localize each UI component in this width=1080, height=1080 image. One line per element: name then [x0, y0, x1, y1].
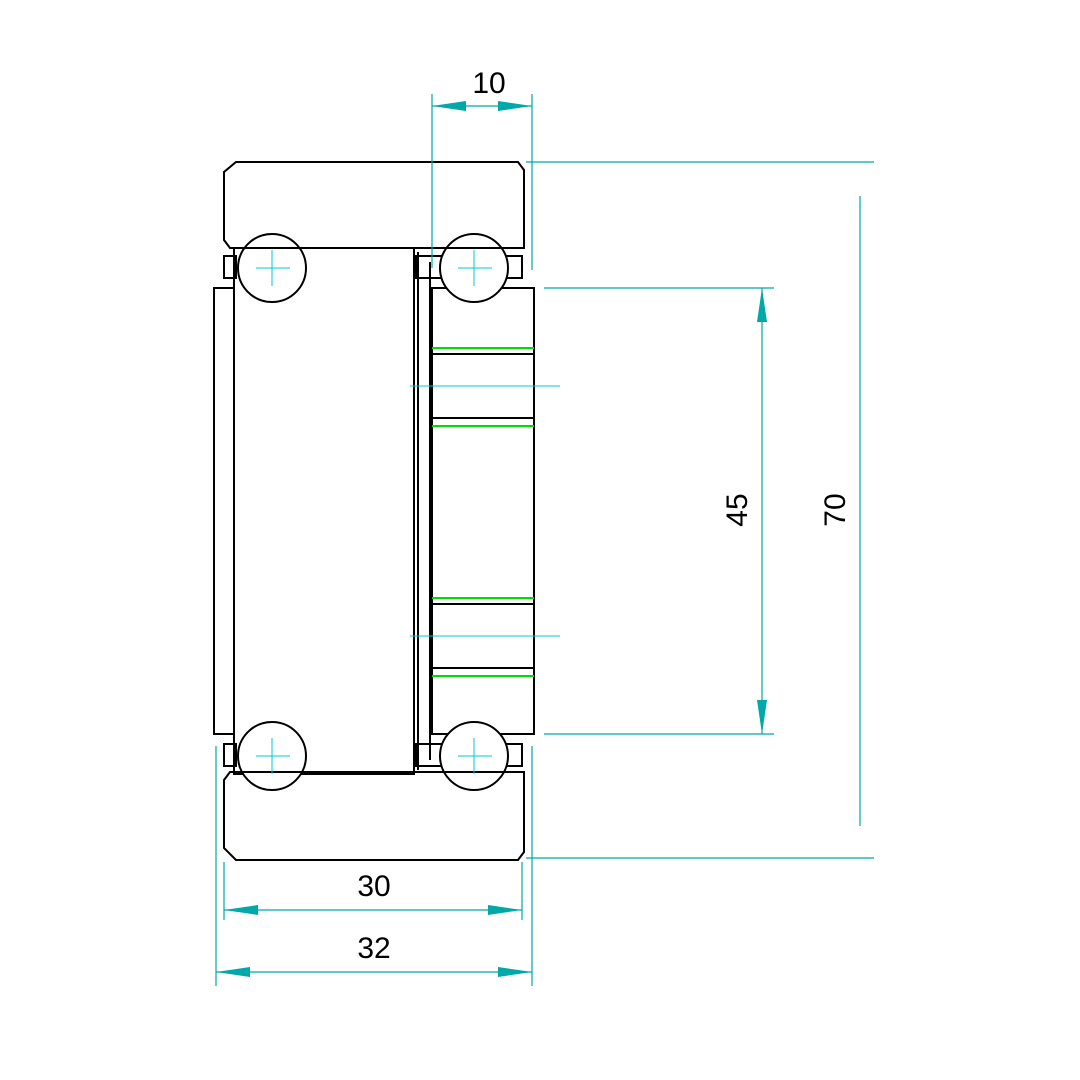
- ball-center-marks: [256, 250, 492, 774]
- dim-inner-height: 45: [544, 287, 774, 735]
- washer-top-left: [223, 255, 237, 279]
- dim-inner-width: 30: [223, 862, 523, 920]
- washer-bottom-left: [223, 743, 237, 767]
- dim-outer-width: 32: [215, 746, 533, 986]
- dim-inner-width-label: 30: [357, 870, 390, 903]
- dim-outer-width-label: 32: [357, 932, 390, 965]
- dim-inner-height-label: 45: [721, 493, 754, 526]
- side-plate: [213, 287, 235, 735]
- dim-outer-height: 70: [526, 161, 874, 859]
- outer-ring-bottom: [223, 771, 525, 861]
- dim-top-width: 10: [431, 67, 533, 270]
- dim-outer-height-label: 70: [819, 493, 852, 526]
- inner-shaft: [233, 247, 415, 775]
- dim-top-width-label: 10: [472, 67, 505, 100]
